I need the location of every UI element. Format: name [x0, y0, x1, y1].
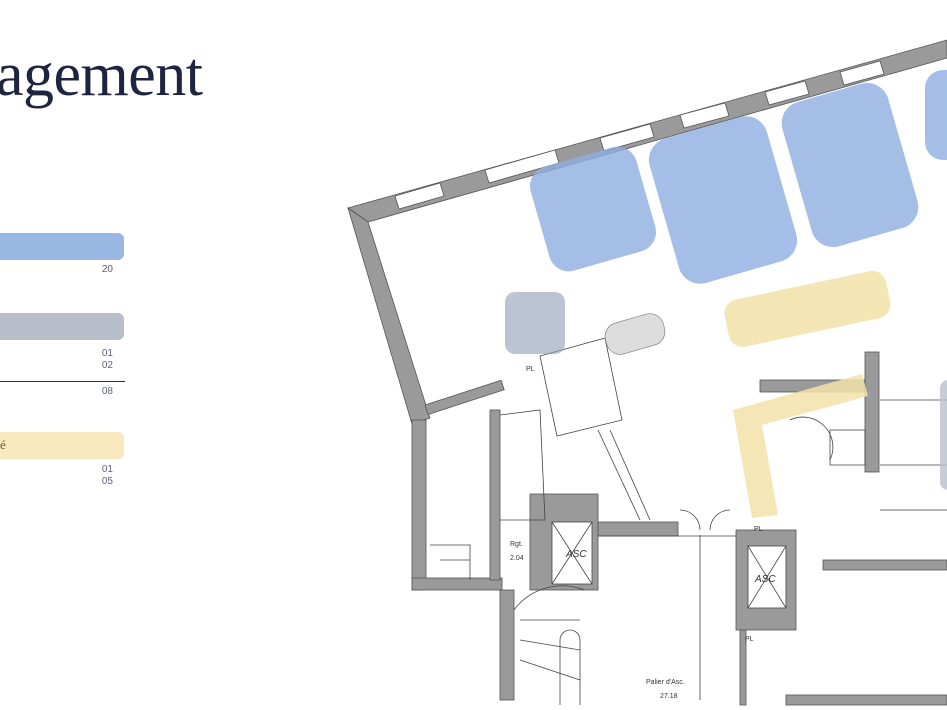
blue-zones [529, 70, 947, 284]
elevator [551, 521, 787, 609]
legend-value: 02 [101, 360, 113, 371]
grey-zone [505, 292, 565, 354]
hatched-area [604, 313, 666, 355]
shaft-label: PL [526, 366, 535, 373]
room-name: Palier d'Asc. [646, 679, 685, 686]
legend-bar-blue [0, 233, 124, 260]
legend-value: 01 [101, 348, 113, 359]
page-title: agement [0, 41, 203, 109]
blue-zone [648, 116, 798, 284]
blue-zone [529, 146, 657, 272]
elevator-label: ASC [754, 574, 776, 585]
blue-zone [781, 82, 919, 248]
interior-lines [430, 337, 947, 705]
legend-divider [0, 381, 125, 382]
room-number: 27.18 [660, 693, 678, 700]
yellow-zones [724, 270, 891, 518]
legend-value: 08 [101, 386, 113, 397]
windows [394, 60, 885, 210]
shaft-label: PL [745, 636, 754, 643]
yellow-zone [724, 270, 891, 347]
room-name: Rgt. [510, 541, 523, 548]
legend-value: 05 [101, 476, 113, 487]
room-number: 2.04 [510, 555, 524, 562]
blue-zone [925, 70, 947, 160]
shaft-label: PL [754, 526, 763, 533]
elevator-label: ASC [565, 549, 587, 560]
legend-bar-yellow: é [0, 432, 124, 459]
grey-zone [940, 380, 947, 490]
legend-label: é [0, 437, 6, 452]
legend-value: 20 [101, 264, 113, 275]
legend-bar-grey [0, 313, 124, 340]
legend-value: 01 [101, 464, 113, 475]
yellow-zone [733, 374, 868, 518]
